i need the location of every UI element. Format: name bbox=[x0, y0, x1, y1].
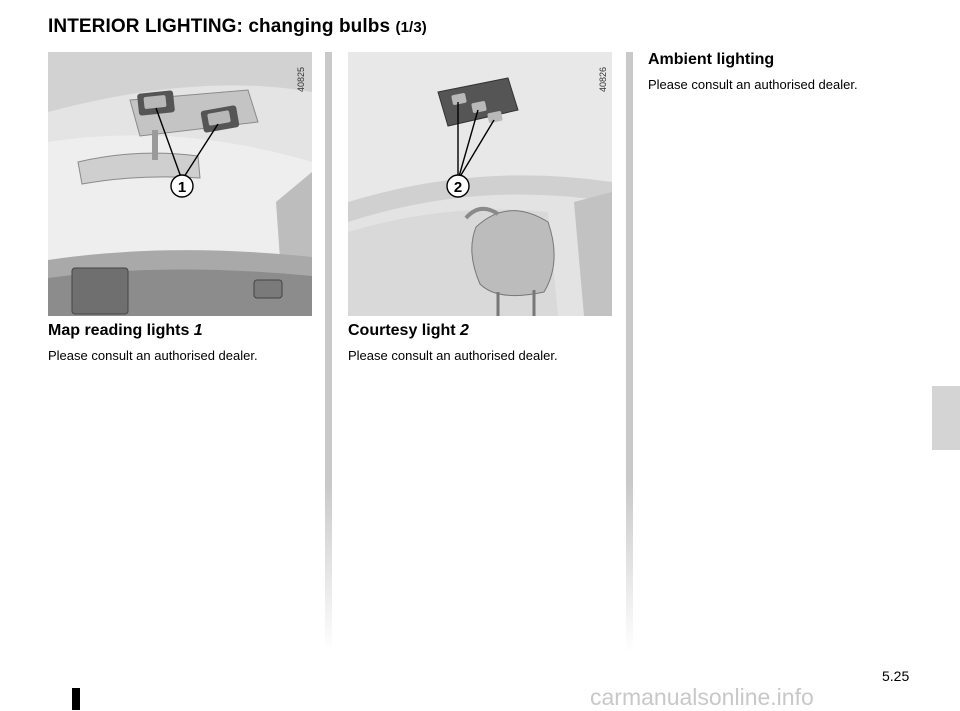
watermark: carmanualsonline.info bbox=[590, 684, 814, 710]
callout-2: 2 bbox=[454, 179, 462, 196]
page-part-indicator: (1/3) bbox=[395, 19, 427, 36]
chapter-tab bbox=[932, 386, 960, 450]
ambient-lighting-text: Please consult an authorised dealer. bbox=[648, 77, 858, 92]
page-title-text: INTERIOR LIGHTING: changing bulbs bbox=[48, 16, 391, 37]
column-divider-left bbox=[325, 52, 332, 652]
column-divider-right bbox=[626, 52, 633, 652]
map-reading-lights-heading-text: Map reading lights bbox=[48, 322, 190, 339]
courtesy-light-text: Please consult an authorised dealer. bbox=[348, 348, 558, 363]
illustration-courtesy-light: 2 bbox=[348, 52, 612, 316]
crop-mark bbox=[72, 688, 80, 710]
figure-ref-40825: 40825 bbox=[296, 66, 306, 92]
callout-1: 1 bbox=[178, 179, 186, 196]
illustration-map-reading-lights: 1 bbox=[48, 52, 312, 316]
ambient-lighting-heading: Ambient lighting bbox=[648, 51, 775, 68]
map-reading-lights-text: Please consult an authorised dealer. bbox=[48, 348, 258, 363]
courtesy-light-heading-ref: 2 bbox=[460, 322, 469, 339]
page-title: INTERIOR LIGHTING: changing bulbs (1/3) bbox=[48, 16, 427, 38]
courtesy-light-heading-text: Courtesy light bbox=[348, 322, 456, 339]
figure-ref-40826: 40826 bbox=[598, 66, 608, 92]
page-number: 5.25 bbox=[882, 668, 910, 684]
map-reading-lights-heading-ref: 1 bbox=[193, 322, 203, 339]
map-reading-lights-heading: Map reading lights 1 bbox=[48, 322, 203, 340]
courtesy-light-heading: Courtesy light 2 bbox=[348, 322, 469, 340]
